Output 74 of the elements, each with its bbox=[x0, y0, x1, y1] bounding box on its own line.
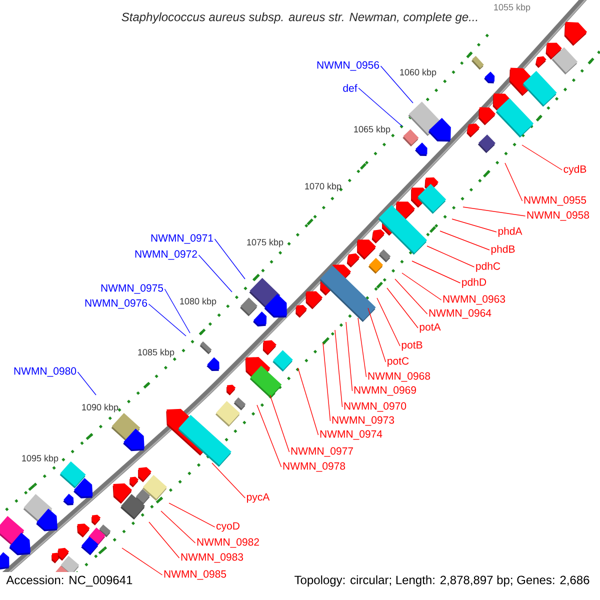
leader-line bbox=[122, 548, 163, 576]
gene-label: NWMN_0964 bbox=[429, 309, 492, 319]
gene-label: NWMN_0974 bbox=[320, 430, 382, 440]
scale-label: 1055 kbp bbox=[494, 4, 530, 12]
leader-line bbox=[164, 288, 190, 334]
leader-line bbox=[322, 342, 331, 422]
leader-line bbox=[214, 238, 246, 280]
leader-line bbox=[462, 206, 526, 216]
leader-line bbox=[504, 162, 523, 202]
leader-line bbox=[426, 246, 475, 268]
leader-line bbox=[402, 272, 442, 300]
leader-line bbox=[198, 254, 232, 292]
scale-label: 1065 kbp bbox=[354, 126, 390, 134]
leader-line bbox=[358, 318, 367, 378]
leader-line bbox=[77, 372, 96, 396]
footer-text: Topology: circular; Length: 2,878,897 bp; Genes: 2,686 bbox=[294, 575, 590, 587]
leader-line bbox=[346, 322, 353, 392]
gene-label: NWMN_0983 bbox=[181, 553, 244, 563]
gene-label: potA bbox=[420, 323, 441, 333]
scale-label: 1080 kbp bbox=[180, 298, 216, 306]
gene-label: NWMN_0963 bbox=[443, 295, 506, 305]
scale-label: 1090 kbp bbox=[82, 404, 118, 412]
gene-label: NWMN_0971 bbox=[151, 234, 213, 244]
leader-line bbox=[148, 304, 186, 336]
scale-label: 1070 kbp bbox=[305, 182, 342, 192]
gene-label: cydB bbox=[564, 165, 586, 175]
leader-line bbox=[394, 278, 428, 314]
leader-line bbox=[334, 330, 343, 408]
gene-label: NWMN_0985 bbox=[164, 570, 226, 580]
leader-line bbox=[412, 260, 461, 284]
gene-label: def bbox=[343, 84, 358, 92]
leader-line bbox=[376, 298, 400, 346]
gene-label: cyoD bbox=[216, 522, 240, 532]
gene-label: NWMN_0958 bbox=[527, 211, 590, 221]
leader-line bbox=[270, 394, 290, 452]
leader-line bbox=[452, 218, 497, 232]
leader-line bbox=[148, 522, 180, 558]
gene-label: NWMN_0975 bbox=[101, 284, 164, 294]
gene-label: potC bbox=[388, 357, 409, 367]
leader-line bbox=[368, 308, 386, 362]
gene-label: NWMN_0982 bbox=[197, 538, 259, 548]
leader-line bbox=[522, 144, 562, 170]
leader-line bbox=[380, 66, 414, 104]
gene-label: NWMN_0970 bbox=[344, 402, 406, 412]
gene-label: potB bbox=[402, 341, 422, 351]
gene-label: NWMN_0969 bbox=[354, 386, 416, 396]
leader-line bbox=[298, 368, 319, 436]
gene-label: pdhC bbox=[476, 262, 500, 272]
leader-line bbox=[212, 462, 246, 498]
scale-label: 1085 kbp bbox=[138, 348, 174, 358]
leader-line bbox=[168, 502, 216, 528]
leader-line bbox=[256, 404, 282, 468]
gene-label: pycA bbox=[247, 493, 270, 503]
gene-label: NWMN_0976 bbox=[85, 299, 148, 309]
gene-label: NWMN_0977 bbox=[291, 447, 353, 457]
gene-label: NWMN_0972 bbox=[135, 250, 197, 260]
gene-label: phdB bbox=[491, 245, 515, 255]
gene-label: NWMN_0978 bbox=[283, 462, 346, 472]
gene-label: NWMN_0973 bbox=[332, 416, 394, 426]
scale-label: 1060 kbp bbox=[400, 68, 436, 78]
title: Staphylococcus aureus subsp. aureus str. Newman, complete ge... bbox=[122, 12, 478, 24]
leader-line bbox=[440, 230, 490, 250]
scale-label: 1075 kbp bbox=[247, 238, 284, 248]
leader-line bbox=[386, 288, 418, 328]
gene-label: NWMN_0968 bbox=[368, 372, 430, 382]
leader-line bbox=[358, 88, 402, 126]
gene-label: phdA bbox=[498, 227, 522, 237]
gene-label: NWMN_0980 bbox=[14, 367, 76, 377]
gene-label: NWMN_0956 bbox=[317, 61, 380, 71]
leader-line bbox=[160, 510, 196, 544]
scale-label: 1095 kbp bbox=[22, 454, 58, 464]
footer-text: Accession: NC_009641 bbox=[6, 575, 132, 587]
gene-label: pdhD bbox=[462, 278, 486, 288]
gene-label: NWMN_0955 bbox=[524, 196, 586, 206]
